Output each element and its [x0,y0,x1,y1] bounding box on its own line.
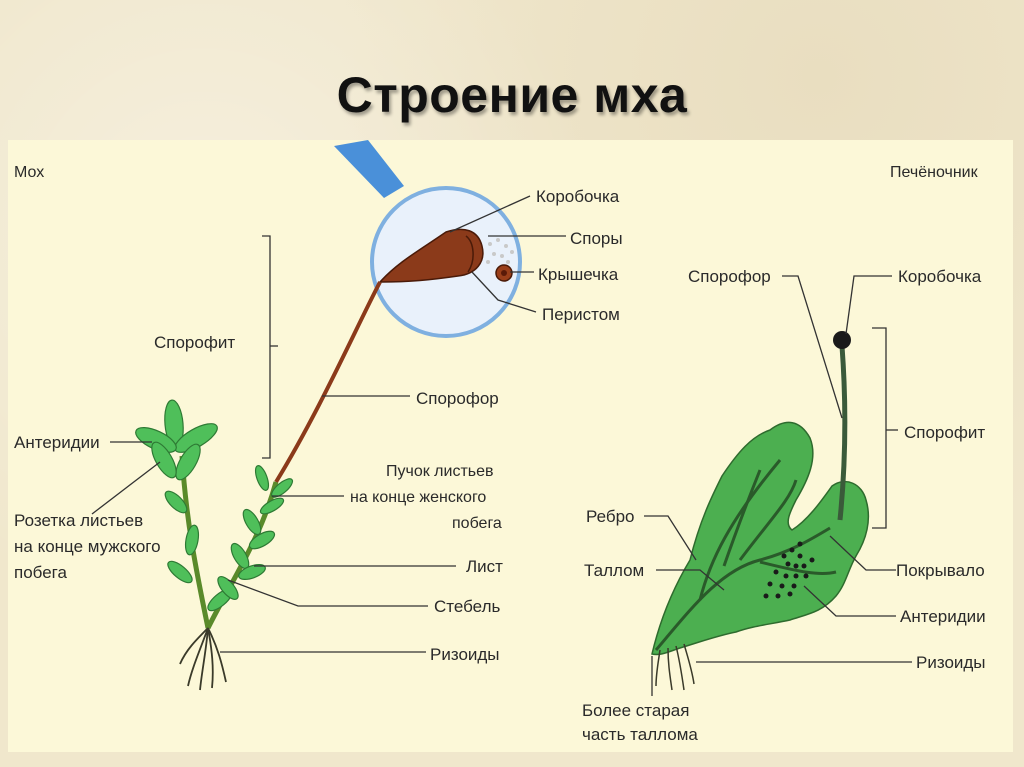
moss-label-sporophore: Спорофор [416,389,499,408]
moss-label-stem: Стебель [434,597,500,616]
moss-label-lid: Крышечка [538,265,619,284]
liverwort-leader-lines [644,275,912,696]
slide-title: Строение мха [336,67,688,123]
moss-label-female-tuft-1: Пучок листьев [386,463,494,480]
liverwort-label-rib: Ребро [586,507,635,526]
moss-heading: Мох [14,164,44,181]
moss-label-male-rosette-1: Розетка листьев [14,511,143,530]
moss-leaves [135,399,294,612]
moss-label-female-tuft-3: побега [452,515,502,532]
liverwort-heading: Печёночник [890,164,979,181]
moss-label-antheridia: Антеридии [14,433,100,452]
moss-label-spores: Споры [570,229,623,248]
liverwort-label-older-2: часть таллома [582,725,698,744]
liverwort-label-thallus: Таллом [584,561,644,580]
liverwort-label-older-1: Более старая [582,701,689,720]
moss-sporophore [274,281,382,484]
liverwort-thallus [651,421,870,656]
magnifier-handle [334,140,404,198]
moss-label-female-tuft-2: на конце женского [350,489,486,506]
liverwort-label-sporophore: Спорофор [688,267,771,286]
liverwort-sporophore [837,345,848,521]
moss-capsule [378,228,484,283]
liverwort-rhizoids [655,643,695,691]
moss-leader-lines [91,195,566,653]
liverwort-label-cover: Покрывало [896,561,985,580]
liverwort-antheridia [763,541,815,599]
liverwort-label-rhizoids: Ризоиды [916,653,986,672]
liverwort-capsule [833,331,851,349]
liverwort-label-capsule: Коробочка [898,267,982,286]
moss-label-peristome: Перистом [542,305,620,324]
liverwort-label-antheridia: Антеридии [900,607,986,626]
moss-label-male-rosette-2: на конце мужского [14,537,161,556]
spores [486,238,514,264]
moss-label-leaf: Лист [466,557,503,576]
moss-label-rhizoids: Ризоиды [430,645,500,664]
liverwort-label-sporophyte: Спорофит [904,423,985,442]
liverwort-rib [654,459,837,651]
moss-label-male-rosette-3: побега [14,563,67,582]
moss-label-capsule: Коробочка [536,187,620,206]
liverwort-illustration [651,331,870,691]
moss-illustration [135,140,522,691]
moss-rhizoids [179,627,227,691]
moss-label-sporophyte: Спорофит [154,333,235,352]
